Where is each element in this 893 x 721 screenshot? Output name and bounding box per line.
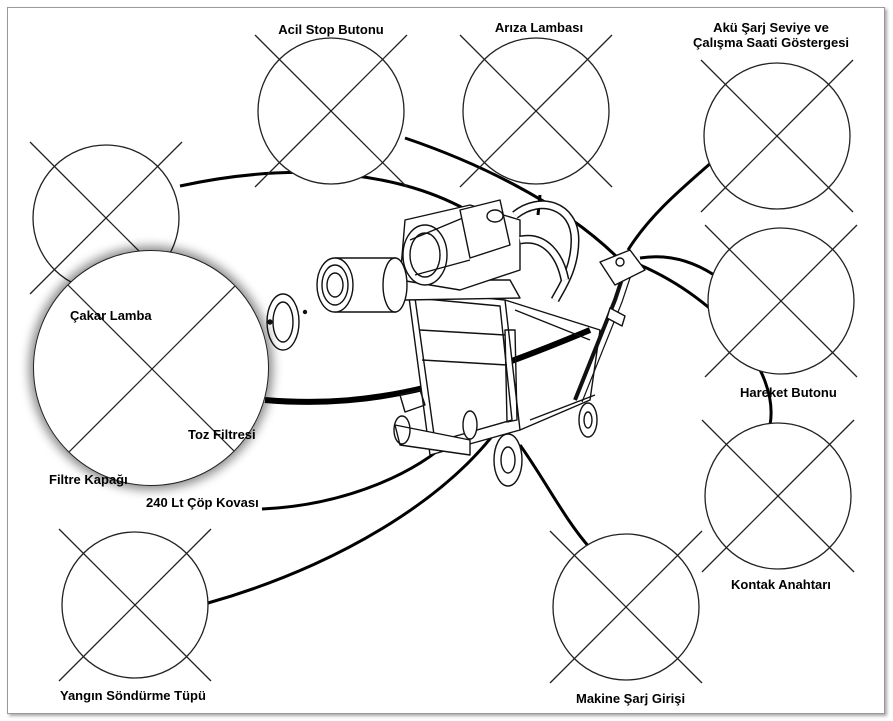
label-battery-gauge-line1: Akü Şarj Seviye ve (713, 20, 829, 35)
placeholder-charge-inlet (549, 530, 703, 684)
page-border (7, 7, 885, 714)
label-fault-lamp: Arıza Lambası (494, 20, 584, 35)
label-charge-inlet: Makine Şarj Girişi (576, 691, 686, 706)
leader-emergency-stop (404, 136, 622, 262)
label-ignition-key: Kontak Anahtarı (731, 577, 831, 592)
placeholder-emergency-stop (254, 34, 408, 188)
placeholder-extinguisher (58, 528, 212, 682)
placeholder-battery-gauge (700, 59, 854, 213)
label-emergency-stop: Acil Stop Butonu (278, 22, 384, 37)
magnifier-cross (34, 251, 268, 485)
label-filter-cover: Filtre Kapağı (49, 472, 128, 487)
leader-bin (261, 438, 452, 511)
label-fire-extinguisher: Yangın Söndürme Tüpü (60, 688, 206, 703)
label-beacon-lamp: Çakar Lamba (70, 308, 152, 323)
leader-battery-gauge (626, 160, 713, 251)
leader-charge-inlet (518, 444, 592, 549)
label-battery-gauge: Akü Şarj Seviye ve Çalışma Saati Gösterg… (693, 20, 849, 50)
placeholder-drive-button (704, 224, 858, 378)
label-drive-button: Hareket Butonu (740, 385, 837, 400)
magnifier-placeholder (33, 250, 269, 486)
placeholder-fault-lamp (459, 34, 613, 188)
machine-illustration (393, 199, 646, 487)
label-bin-240: 240 Lt Çöp Kovası (146, 495, 259, 510)
placeholder-ignition (701, 419, 855, 573)
filter-parts (266, 257, 408, 351)
label-battery-gauge-line2: Çalışma Saati Göstergesi (692, 35, 850, 50)
label-dust-filter: Toz Filtresi (188, 427, 256, 442)
